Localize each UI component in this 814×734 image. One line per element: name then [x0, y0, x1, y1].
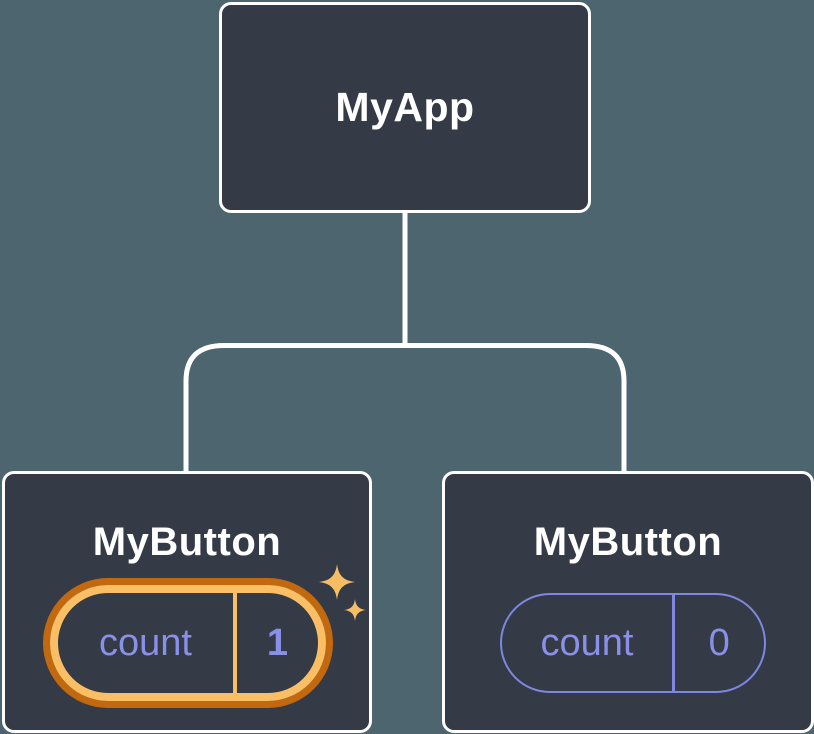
state-key-cell: count — [58, 593, 233, 693]
root-node-label: MyApp — [335, 84, 475, 130]
state-key-cell: count — [502, 595, 672, 691]
child-node-label: MyButton — [533, 520, 723, 564]
child-node-label: MyButton — [92, 520, 282, 564]
tree-node-child-right: MyButton count 0 — [442, 471, 814, 733]
state-pill-plain: count 0 — [500, 593, 766, 693]
state-value-cell: 0 — [675, 595, 765, 691]
pill-divider — [233, 593, 237, 693]
sparkle-icon — [344, 599, 366, 621]
tree-node-root: MyApp — [219, 2, 591, 213]
sparkle-icon — [319, 564, 355, 600]
state-value-label: 1 — [266, 621, 289, 664]
tree-node-child-left: MyButton count 1 — [2, 471, 372, 733]
state-pill-highlighted: count 1 — [50, 585, 326, 701]
state-key-label: count — [540, 621, 634, 664]
state-value-cell: 1 — [237, 593, 318, 693]
state-value-label: 0 — [708, 621, 730, 664]
pill-divider — [672, 595, 675, 691]
state-key-label: count — [99, 621, 192, 664]
